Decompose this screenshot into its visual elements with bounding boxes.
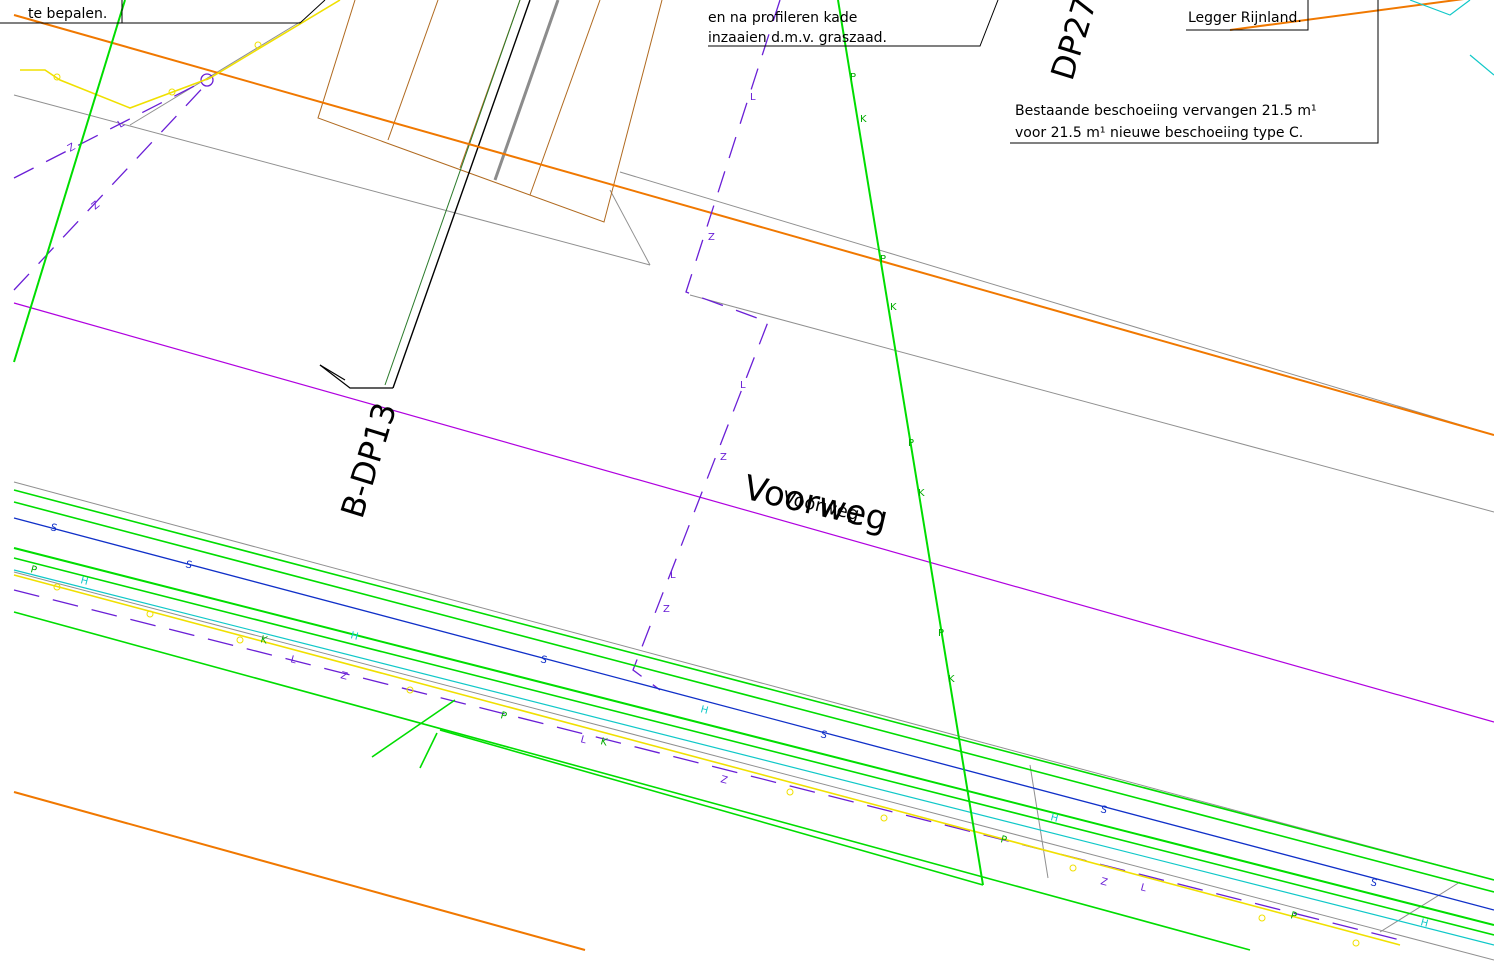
code-p-2: P	[880, 254, 886, 265]
code-z-2: Z	[90, 199, 102, 212]
code-z-5: Z	[663, 604, 670, 615]
section-label-right: DP27	[1043, 0, 1104, 84]
code-h-4: H	[1049, 812, 1059, 825]
green-lines	[13, 0, 1494, 951]
code-k-1: K	[860, 114, 867, 125]
code-l-4: L	[670, 570, 676, 581]
line-markers	[53, 41, 1360, 947]
code-z-7: Z	[719, 774, 729, 786]
code-l-7: L	[1139, 882, 1148, 894]
code-s-4: S	[819, 729, 828, 741]
road-axis	[13, 302, 1494, 723]
note-center-1: en na profileren kade	[708, 10, 857, 26]
code-s-3: S	[539, 654, 548, 666]
note-right-top: Legger Rijnland.	[1188, 10, 1302, 26]
code-k-2: K	[890, 302, 897, 313]
cyan-lines	[13, 0, 1494, 946]
blue-line	[13, 517, 1494, 911]
note-center-2: inzaaien d.m.v. graszaad.	[708, 30, 887, 46]
code-z-4: Z	[720, 452, 727, 463]
code-k-4: K	[948, 674, 955, 685]
code-h-2: H	[349, 630, 359, 643]
code-p-8: P	[1289, 910, 1298, 922]
note-left: te bepalen.	[28, 6, 107, 22]
code-s-2: S	[184, 559, 193, 571]
code-k-6: K	[599, 736, 609, 748]
utility-codes: S S S S S S Z Z Z Z Z Z Z Z L L L L L L …	[29, 72, 1429, 930]
code-l-2: L	[750, 92, 756, 103]
code-s-6: S	[1369, 877, 1378, 889]
code-p-6: P	[499, 710, 508, 722]
code-z-3: Z	[708, 232, 715, 243]
pipe-lines	[319, 0, 560, 389]
note-right-2: voor 21.5 m¹ nieuwe beschoeiing type C.	[1015, 125, 1303, 141]
code-k-5: K	[259, 634, 269, 646]
note-right-1: Bestaande beschoeiing vervangen 21.5 m¹	[1015, 103, 1317, 119]
code-l-3: L	[740, 380, 746, 391]
code-h-3: H	[699, 704, 709, 717]
section-label-left: B-DP13	[333, 398, 404, 522]
code-s-1: S	[49, 522, 58, 534]
code-s-5: S	[1099, 804, 1108, 816]
code-p-4: P	[938, 628, 944, 639]
building-outline	[317, 0, 663, 223]
code-h-1: H	[79, 575, 89, 588]
code-l-1: L	[116, 118, 127, 131]
code-h-5: H	[1419, 917, 1429, 930]
annotation-frames	[0, 0, 1379, 144]
code-z-1: Z	[66, 142, 78, 155]
code-l-6: L	[579, 734, 588, 746]
code-z-8: Z	[1099, 876, 1109, 888]
code-p-3: P	[908, 438, 914, 449]
gray-lines	[13, 21, 1494, 961]
yellow-line	[13, 0, 1401, 946]
code-k-3: K	[918, 488, 925, 499]
orange-lines	[13, 0, 1494, 951]
code-p-7: P	[999, 834, 1008, 846]
code-p-5: P	[29, 564, 38, 576]
road-name: Voorweg	[740, 468, 892, 540]
code-l-5: L	[289, 654, 298, 666]
code-p-1: P	[850, 72, 856, 83]
code-z-6: Z	[339, 670, 349, 682]
